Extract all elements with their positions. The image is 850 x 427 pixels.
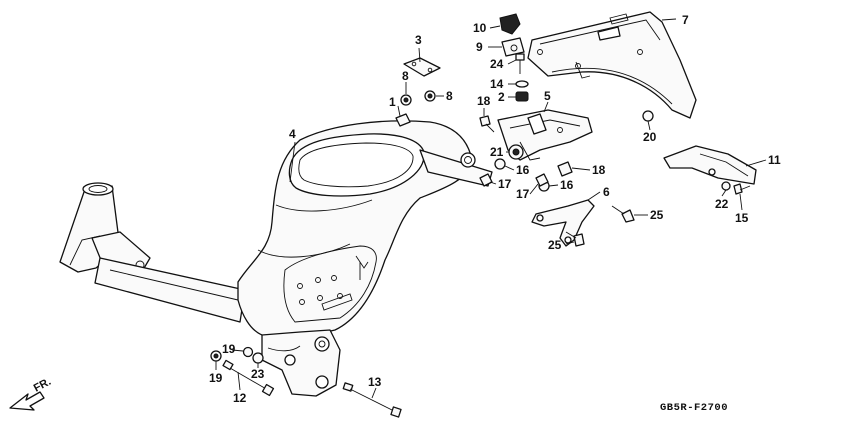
callout-25-lower: 25 — [548, 238, 562, 252]
callout-2: 2 — [498, 90, 505, 104]
callout-18-top: 18 — [477, 94, 491, 108]
rear-fender — [527, 11, 697, 119]
callout-15: 15 — [735, 211, 749, 225]
callout-22: 22 — [715, 197, 729, 211]
front-direction-arrow: FR. — [9, 376, 53, 411]
front-direction-label: FR. — [32, 376, 53, 395]
stay-6 — [531, 199, 595, 247]
callout-19-lower: 19 — [209, 371, 223, 385]
callout-19-upper: 19 — [222, 342, 236, 356]
callout-11: 11 — [768, 153, 781, 167]
hardware — [210, 13, 751, 418]
bracket-11 — [663, 145, 757, 185]
callout-8-right: 8 — [446, 89, 453, 103]
callout-4: 4 — [289, 127, 296, 141]
callout-12: 12 — [233, 391, 247, 405]
plate-3 — [403, 57, 441, 77]
callout-25-right: 25 — [650, 208, 664, 222]
callout-8-left: 8 — [402, 69, 409, 83]
callout-6: 6 — [603, 185, 610, 199]
diagram-code: GB5R-F2700 — [660, 402, 728, 414]
callouts: 4 3 8 1 8 10 9 24 14 2 18 5 7 20 21 16 1… — [209, 13, 781, 405]
callout-17-right: 17 — [516, 187, 530, 201]
callout-16-right: 16 — [560, 178, 574, 192]
leader-lines — [215, 18, 767, 399]
callout-9: 9 — [476, 40, 483, 54]
callout-23: 23 — [251, 367, 265, 381]
callout-1: 1 — [389, 95, 396, 109]
callout-20: 20 — [643, 130, 657, 144]
callout-16-left: 16 — [516, 163, 530, 177]
callout-3: 3 — [415, 33, 422, 47]
callout-24: 24 — [490, 57, 504, 71]
callout-7: 7 — [682, 13, 689, 27]
callout-21: 21 — [490, 145, 504, 159]
callout-13: 13 — [368, 375, 382, 389]
frame-body — [59, 120, 493, 397]
callout-18-right: 18 — [592, 163, 606, 177]
callout-5: 5 — [544, 89, 551, 103]
callout-14: 14 — [490, 77, 504, 91]
callout-10: 10 — [473, 21, 487, 35]
callout-17-left: 17 — [498, 177, 512, 191]
